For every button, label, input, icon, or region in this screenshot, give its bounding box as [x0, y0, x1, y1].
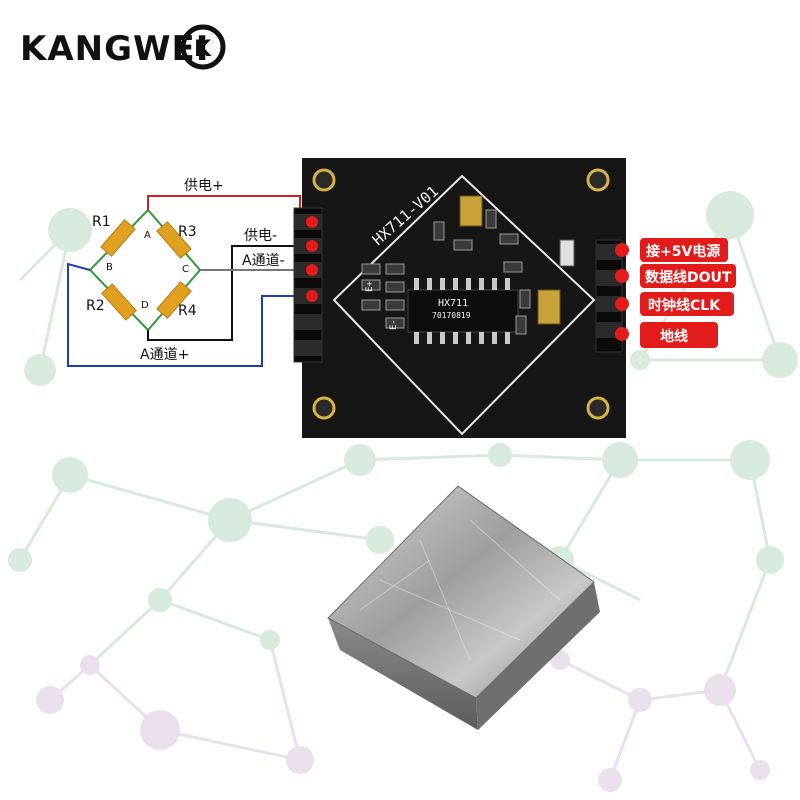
resistor-r3 — [156, 221, 192, 259]
mount-hole-bottom-right — [586, 396, 610, 420]
logo-mark-text: K — [194, 37, 212, 62]
hx711-pcb: HX711-V01 HX711 70170819 E+ — [293, 158, 626, 438]
pin-label-vcc: 接+5V电源 — [646, 243, 720, 260]
network-background — [8, 191, 798, 792]
resistor-r4 — [156, 281, 192, 319]
node-label-b: B — [106, 262, 113, 273]
wiring: 供电+ 供电- A通道- A通道+ — [67, 178, 310, 367]
pcb-silkscreen-diamond — [332, 174, 596, 436]
tantalum-capacitor-2 — [537, 289, 561, 325]
chip-model: HX711 — [438, 298, 468, 309]
resistor-label-r3: R3 — [178, 224, 197, 240]
pin-dot-vcc — [615, 243, 629, 257]
pin-label-clk: 时钟线CLK — [648, 297, 721, 314]
pin-badge-clk — [640, 292, 734, 316]
pin-dot-gnd — [615, 327, 629, 341]
mount-hole-top-right — [586, 168, 610, 192]
wire-channel-a-positive — [67, 262, 310, 367]
pcb-label-e-minus: E- — [389, 319, 399, 330]
left-header-markers — [306, 216, 318, 302]
pin-badge-gnd — [640, 322, 718, 348]
smd-components — [361, 209, 531, 335]
pin-badge-dout — [640, 264, 736, 288]
resistor-r2 — [101, 283, 137, 321]
tantalum-capacitor-1 — [459, 195, 483, 227]
node-label-a: A — [144, 230, 151, 241]
label-supply-positive: 供电+ — [184, 178, 224, 194]
node-label-c: C — [182, 264, 189, 275]
label-channel-a-negative: A通道- — [242, 253, 285, 269]
logo-mark-icon — [180, 24, 226, 70]
pin-dot-dout — [615, 269, 629, 283]
metal-shield-cover — [327, 485, 600, 730]
pin-badge-vcc — [640, 238, 728, 262]
shield-top — [327, 485, 595, 699]
mount-hole-top-left — [312, 168, 336, 192]
pin-label-dout: 数据线DOUT — [645, 269, 732, 286]
wire-supply-negative — [147, 245, 310, 341]
label-channel-a-positive: A通道+ — [140, 347, 189, 363]
left-header — [293, 207, 323, 363]
pcb-label-e-plus: E+ — [365, 281, 375, 292]
brand-logo: KANGWEI K — [20, 24, 226, 70]
resistor-label-r2: R2 — [86, 298, 105, 314]
power-led — [559, 239, 575, 267]
logo-text: KANGWEI — [20, 29, 209, 69]
pin-dot-clk — [615, 297, 629, 311]
chip-code: 70170819 — [432, 311, 471, 320]
resistor-label-r4: R4 — [178, 303, 197, 319]
resistor-label-r1: R1 — [92, 214, 111, 230]
pin-label-gnd: 地线 — [660, 328, 688, 345]
node-label-d: D — [141, 300, 149, 311]
shield-side-left — [328, 618, 478, 730]
pin-labels: 接+5V电源 数据线DOUT 时钟线CLK 地线 — [615, 238, 736, 348]
shield-side-right — [476, 582, 600, 730]
shield-scratches — [359, 519, 561, 661]
label-supply-negative: 供电- — [244, 228, 277, 244]
hx711-chip — [407, 289, 519, 333]
resistor-r1 — [100, 219, 136, 257]
chip-pins — [414, 278, 510, 344]
wheatstone-bridge: R1 R2 R3 R4 A B C D — [86, 208, 202, 332]
mount-hole-bottom-left — [312, 396, 336, 420]
wire-supply-positive — [147, 195, 310, 223]
